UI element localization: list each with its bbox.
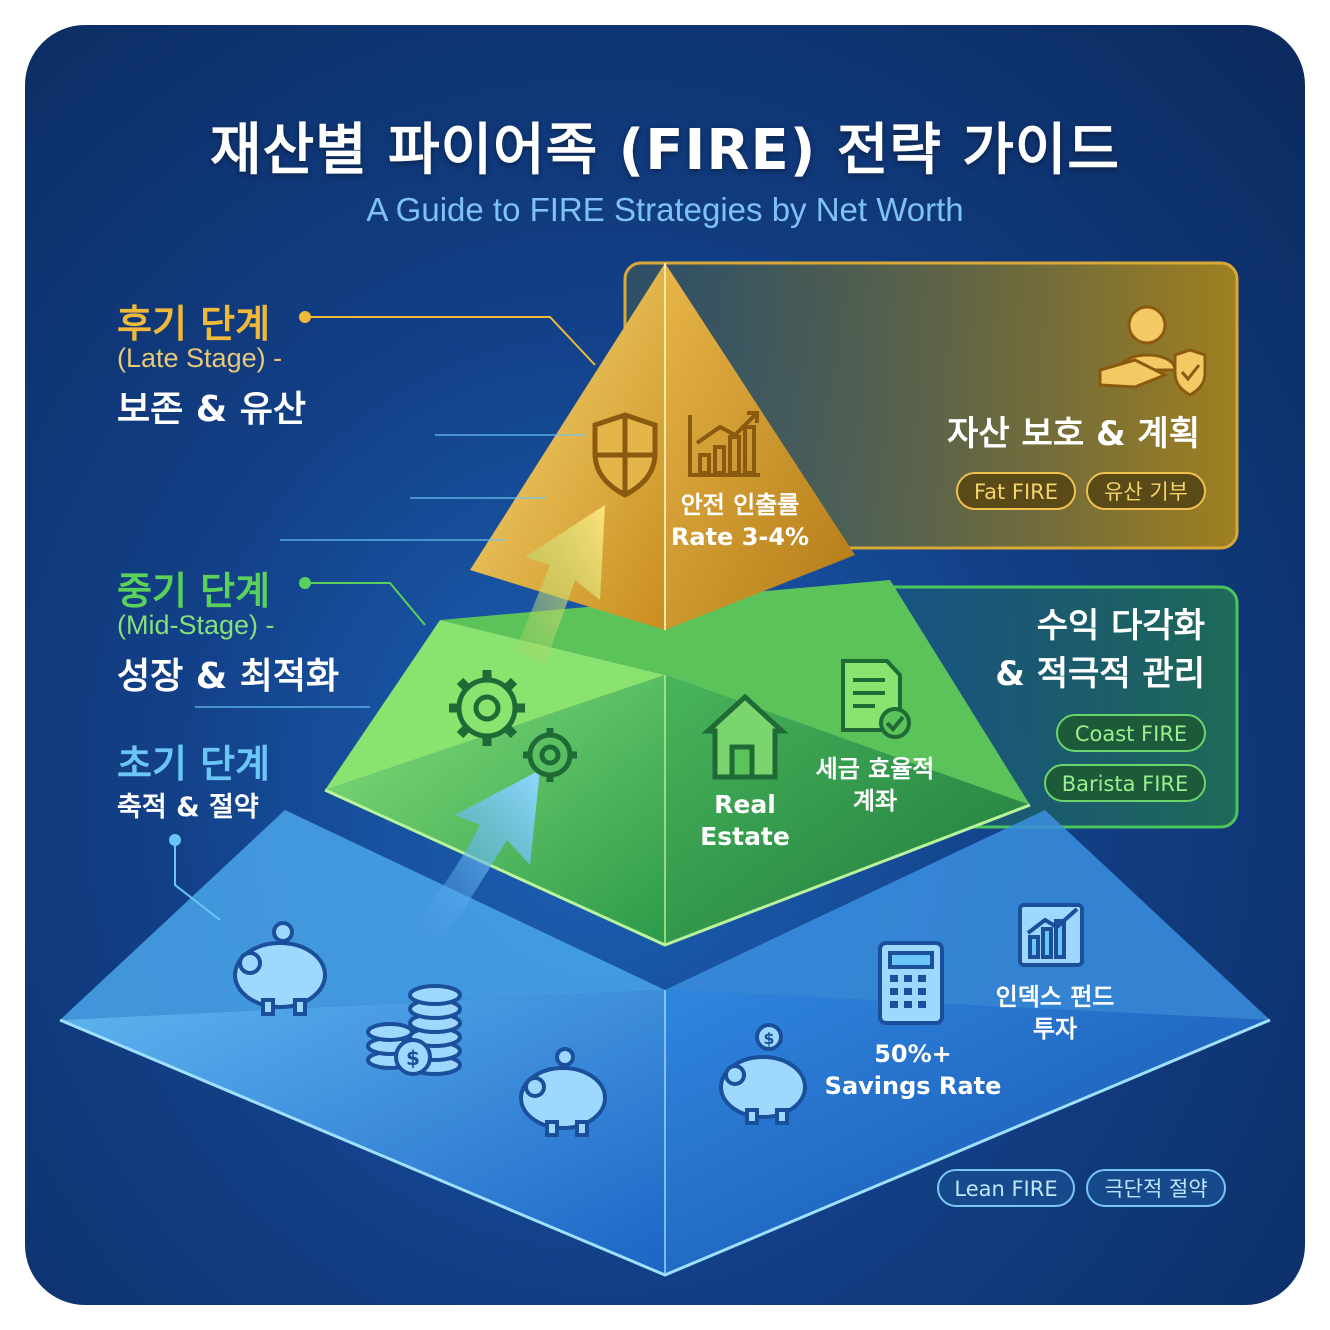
real-estate-line2: Estate (700, 822, 790, 851)
savings-rate-line2: Savings Rate (825, 1072, 1002, 1100)
tag-fat-fire: Fat FIRE (956, 472, 1076, 510)
real-estate-line1: Real (714, 790, 776, 819)
top-layer (470, 263, 855, 630)
mid-stage-connector (299, 577, 426, 626)
piggy-bank-icon (519, 1047, 607, 1137)
tag-lean-fire: Lean FIRE (937, 1169, 1075, 1207)
house-icon (701, 693, 789, 780)
tag-legacy-giving: 유산 기부 (1086, 472, 1206, 510)
mid-stage-title: 중기 단계 (117, 569, 271, 613)
page-subtitle: A Guide to FIRE Strategies by Net Worth (366, 191, 964, 228)
svg-text:Coast FIRE: Coast FIRE (1075, 722, 1187, 746)
index-fund-line1: 인덱스 펀드 (996, 983, 1115, 1011)
late-stage-connector (299, 311, 596, 366)
late-stage-kr: 보존 & 유산 (117, 389, 306, 430)
tax-account-line2: 계좌 (853, 787, 897, 815)
index-fund-line2: 투자 (1033, 1015, 1077, 1043)
shield-icon (592, 412, 658, 498)
coin-stack-icon: $ (366, 984, 462, 1076)
page-title: 재산별 파이어족 (FIRE) 전략 가이드 (210, 118, 1120, 183)
mid-panel-title-line1: 수익 다각화 (1037, 606, 1205, 646)
svg-text:극단적 절약: 극단적 절약 (1104, 1177, 1207, 1201)
piggy-bank-icon (233, 921, 327, 1016)
infographic-card: 재산별 파이어족 (FIRE) 전략 가이드 A Guide to FIRE S… (25, 25, 1305, 1305)
document-check-icon (841, 659, 911, 739)
rate-label-line1: 안전 인출률 (681, 491, 800, 519)
svg-text:Barista FIRE: Barista FIRE (1062, 772, 1189, 796)
tag-coast-fire: Coast FIRE (1056, 714, 1206, 752)
tag-extreme-saving: 극단적 절약 (1086, 1169, 1226, 1207)
calculator-icon (878, 941, 944, 1025)
tax-account-line1: 세금 효율적 (816, 755, 935, 783)
svg-text:$: $ (763, 1029, 774, 1048)
growth-arrow-blue (400, 770, 540, 950)
glow-lines (195, 434, 585, 708)
bar-chart-icon (1018, 903, 1084, 967)
mid-stage-kr: 성장 & 최적화 (117, 656, 340, 697)
hand-shield-person-icon (1098, 305, 1207, 397)
late-stage-title: 후기 단계 (117, 302, 271, 346)
early-stage-connector (169, 834, 221, 921)
tag-barista-fire: Barista FIRE (1044, 764, 1206, 802)
mid-stage-en: (Mid-Stage) - (117, 610, 275, 640)
late-panel-title: 자산 보호 & 계획 (947, 414, 1200, 454)
svg-text:Lean FIRE: Lean FIRE (954, 1177, 1057, 1201)
late-stage-en: (Late Stage) - (117, 343, 283, 373)
mid-panel-title-line2: & 적극적 관리 (995, 654, 1205, 694)
early-stage-title: 초기 단계 (117, 742, 271, 786)
pyramid-diagram: $ $ (59, 261, 1271, 1277)
early-stage-kr: 축적 & 절약 (117, 792, 259, 823)
growth-chart-icon (688, 411, 760, 477)
svg-text:Fat FIRE: Fat FIRE (974, 480, 1058, 504)
growth-arrow-gold (515, 505, 605, 665)
gears-icon (449, 670, 577, 782)
svg-text:$: $ (406, 1046, 420, 1070)
rate-label-line2: Rate 3-4% (671, 523, 809, 551)
bottom-layer (59, 810, 1271, 1277)
svg-text:유산 기부: 유산 기부 (1104, 480, 1188, 504)
piggy-bank-icon: $ (719, 1023, 807, 1125)
savings-rate-line1: 50%+ (874, 1040, 952, 1068)
